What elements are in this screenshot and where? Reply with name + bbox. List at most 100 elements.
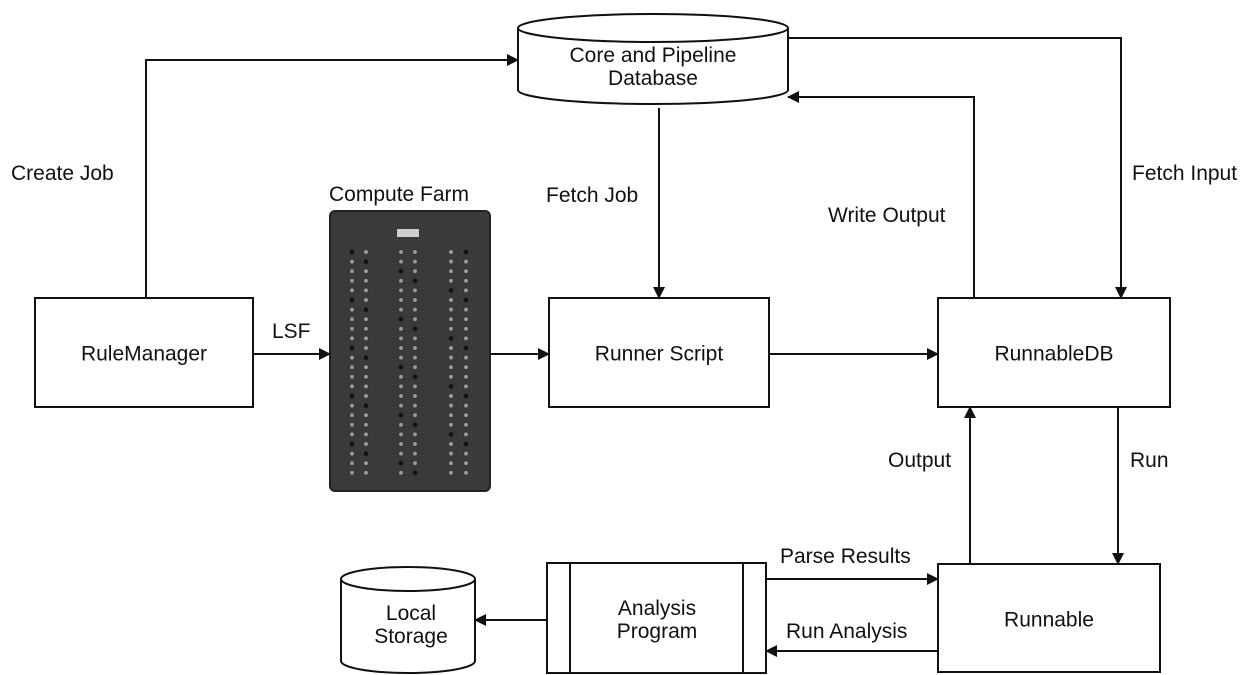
farm-led-dot	[448, 326, 454, 332]
farm-led-dot	[448, 278, 454, 284]
farm-led-dot	[463, 307, 469, 313]
farm-led-dot	[448, 383, 454, 389]
farm-led-dot	[363, 316, 369, 322]
farm-led-dot	[349, 393, 355, 399]
farm-led-dot	[363, 470, 369, 476]
run-analysis-label: Run Analysis	[786, 620, 908, 643]
analysis-program-label: Analysis Program	[616, 596, 698, 643]
farm-led-dot	[448, 287, 454, 293]
farm-led-dot	[398, 249, 404, 255]
farm-led-dot	[363, 355, 369, 361]
farm-led-dot	[363, 287, 369, 293]
farm-led-dot	[463, 355, 469, 361]
farm-led-dot	[398, 316, 404, 322]
farm-led-dot	[398, 307, 404, 313]
farm-led-dot	[448, 297, 454, 303]
farm-led-dot	[412, 287, 418, 293]
compute-farm-rack	[329, 210, 491, 492]
farm-led-dot	[412, 403, 418, 409]
farm-led-dot	[412, 355, 418, 361]
farm-led-dot	[398, 403, 404, 409]
farm-led-dot	[363, 451, 369, 457]
farm-led-dot	[463, 278, 469, 284]
farm-led-dot	[398, 460, 404, 466]
farm-led-dot	[363, 326, 369, 332]
farm-led-dot	[349, 287, 355, 293]
farm-led-dot	[349, 316, 355, 322]
farm-led-dot	[349, 412, 355, 418]
farm-led-dot	[463, 422, 469, 428]
farm-led-dot	[448, 451, 454, 457]
farm-led-dot	[448, 460, 454, 466]
farm-led-dot	[412, 307, 418, 313]
fetch-input-arrow	[788, 37, 1127, 299]
farm-led-dot	[349, 460, 355, 466]
farm-led-dot	[412, 249, 418, 255]
farm-led-dot	[412, 441, 418, 447]
farm-led-dot	[448, 316, 454, 322]
farm-led-dot	[463, 431, 469, 437]
rule-manager-box	[34, 297, 254, 408]
farm-led-dot	[349, 383, 355, 389]
farm-led-dot	[463, 451, 469, 457]
farm-led-dot	[412, 412, 418, 418]
farm-led-dot	[463, 412, 469, 418]
farm-led-dot	[463, 335, 469, 341]
farm-led-dot	[363, 345, 369, 351]
core-db-cylinder	[517, 13, 789, 105]
farm-led-dot	[448, 355, 454, 361]
farm-led-dot	[363, 431, 369, 437]
farm-led-dot	[463, 364, 469, 370]
farm-led-dot	[349, 326, 355, 332]
rule-manager-label: RuleManager	[80, 342, 208, 366]
run-label: Run	[1130, 449, 1169, 472]
farm-led-dot	[448, 374, 454, 380]
farm-led-dot	[363, 297, 369, 303]
farm-led-dot	[349, 297, 355, 303]
farm-led-dot	[448, 393, 454, 399]
farm-led-dot	[398, 470, 404, 476]
farm-led-dot	[398, 451, 404, 457]
farm-led-dot	[412, 259, 418, 265]
farm-led-dot	[363, 393, 369, 399]
runnable-label: Runnable	[1004, 608, 1094, 632]
farm-led-dot	[349, 422, 355, 428]
farm-led-dot	[448, 431, 454, 437]
farm-led-dot	[398, 374, 404, 380]
farm-led-dot	[463, 393, 469, 399]
farm-led-dot	[463, 383, 469, 389]
core-db-label: Core and Pipeline Database	[569, 43, 737, 90]
farm-led-dot	[412, 431, 418, 437]
farm-led-dot	[412, 460, 418, 466]
farm-led-dot	[448, 422, 454, 428]
farm-led-dot	[349, 249, 355, 255]
farm-led-dot	[412, 393, 418, 399]
farm-led-dot	[363, 441, 369, 447]
farm-led-dot	[412, 374, 418, 380]
farm-led-dot	[412, 364, 418, 370]
farm-led-dot	[349, 335, 355, 341]
farm-led-dot	[448, 345, 454, 351]
farm-led-dot	[363, 364, 369, 370]
farm-led-dot	[398, 268, 404, 274]
farm-led-dot	[349, 278, 355, 284]
farm-led-dot	[398, 326, 404, 332]
farm-led-dot	[448, 307, 454, 313]
farm-led-dot	[398, 431, 404, 437]
farm-led-dot	[448, 470, 454, 476]
farm-led-dot	[349, 345, 355, 351]
runnable-box	[937, 563, 1161, 673]
farm-led-dot	[412, 297, 418, 303]
farm-led-dot	[398, 364, 404, 370]
farm-led-dot	[412, 316, 418, 322]
farm-led-dot	[363, 374, 369, 380]
farm-led-dot	[349, 451, 355, 457]
farm-led-dot	[363, 268, 369, 274]
output-label: Output	[888, 449, 952, 472]
farm-led-dot	[398, 393, 404, 399]
farm-led-dot	[363, 460, 369, 466]
farm-led-dot	[448, 441, 454, 447]
farm-led-dot	[448, 259, 454, 265]
farm-led-dot	[363, 307, 369, 313]
